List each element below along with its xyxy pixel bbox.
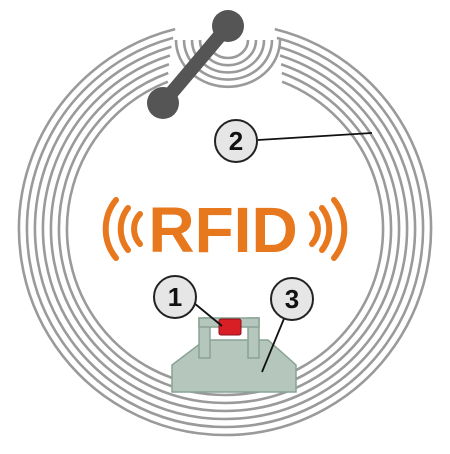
radio-waves-left-icon (102, 197, 143, 261)
notch-loop (182, 39, 274, 81)
coil-turn (57, 71, 393, 397)
antenna-bridge (147, 10, 244, 119)
antenna-notch-loops (174, 39, 282, 89)
callout-leaders (193, 132, 373, 373)
coil-turn (49, 63, 401, 405)
rfid-chip (218, 318, 242, 336)
rfid-label: RFID (148, 194, 297, 266)
callout-antenna-label: 2 (229, 126, 243, 156)
coil-turn (41, 54, 409, 413)
callout-substrate: 3 (270, 277, 314, 321)
callout-antenna: 2 (214, 119, 258, 163)
radio-waves-right-icon (309, 197, 348, 261)
coil-turn (17, 27, 433, 437)
notch-loop (190, 39, 266, 74)
notch-loop (174, 39, 282, 89)
antenna-coil (17, 27, 433, 437)
rfid-logo: RFID (102, 194, 348, 266)
coil-turn (33, 45, 417, 421)
callout-chip-label: 1 (168, 282, 182, 312)
coil-turn (25, 36, 425, 429)
substrate-inlay (171, 317, 297, 393)
callout-substrate-label: 3 (285, 284, 299, 314)
callout-chip: 1 (153, 275, 197, 319)
